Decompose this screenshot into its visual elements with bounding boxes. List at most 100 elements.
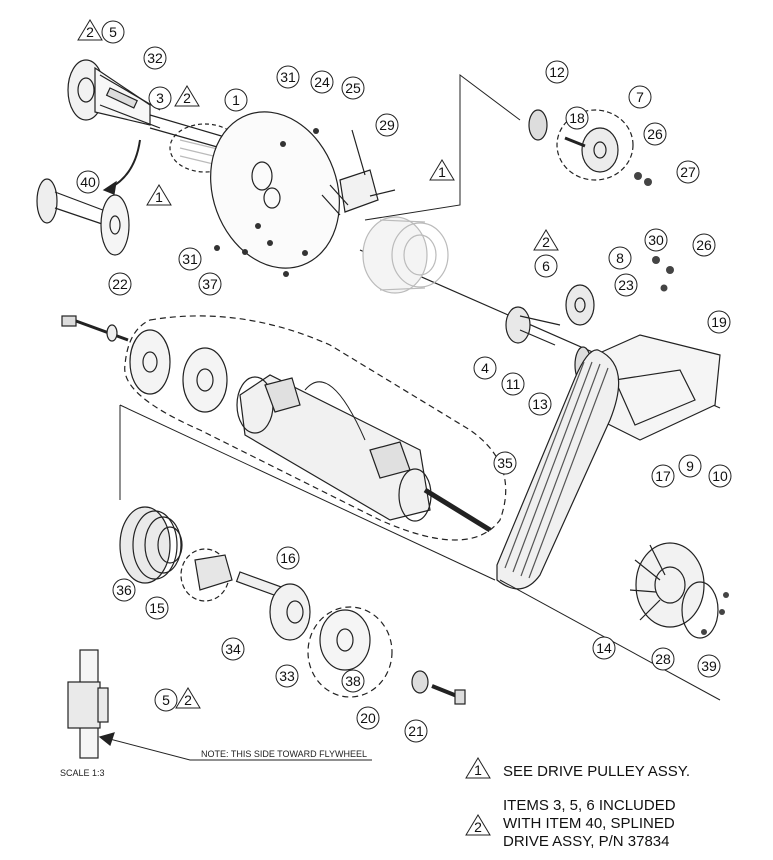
svg-text:23: 23: [618, 277, 634, 293]
jackshaft-housing: [236, 374, 492, 533]
curved-arrow-head: [102, 180, 117, 195]
cooling-fan: [629, 542, 719, 639]
legend-2-line-3: DRIVE ASSY, P/N 37834: [503, 833, 670, 850]
assembly-bracket-lines-2: [119, 404, 496, 581]
flywheel-note-leader: [101, 736, 372, 761]
callout-27: 27: [676, 160, 700, 184]
svg-text:13: 13: [532, 396, 548, 412]
assembly-37-pulley-1: [129, 329, 171, 395]
callout-30: 30: [644, 228, 668, 252]
legend-1-triangle: [465, 757, 491, 779]
svg-text:15: 15: [149, 600, 165, 616]
svg-text:7: 7: [636, 89, 644, 105]
flywheel-note-arrowhead: [98, 732, 115, 747]
svg-text:18: 18: [569, 110, 585, 126]
drive-belt: [496, 349, 620, 590]
callout-37: 37: [198, 272, 222, 296]
item-8-small-pulley: [565, 284, 595, 326]
svg-text:26: 26: [696, 237, 712, 253]
callout-22: 22: [108, 272, 132, 296]
item-15-bushing: [180, 548, 233, 602]
triangle-marker-1-left: 1: [146, 184, 172, 206]
svg-text:37: 37: [202, 276, 218, 292]
triangle-marker-2-item-6: 2: [533, 229, 559, 251]
item-21-bolt: [431, 684, 466, 705]
item-20-spacer: [411, 670, 429, 694]
item-22-bolt: [61, 315, 129, 342]
backing-plate-item-1: [210, 111, 340, 269]
callout-26-top: 26: [643, 122, 667, 146]
callout-1: 1: [224, 88, 248, 112]
callout-36: 36: [112, 578, 136, 602]
svg-text:5: 5: [162, 692, 170, 708]
triangle-marker-2-top-left: 2: [77, 19, 103, 41]
legend-2-line-2: WITH ITEM 40, SPLINED: [503, 815, 675, 832]
splined-drive-part: [67, 59, 236, 153]
legend-1-text: SEE DRIVE PULLEY ASSY.: [503, 763, 690, 780]
scale-label: SCALE 1:3: [60, 768, 105, 778]
item-7-hub: [556, 109, 634, 181]
item-6-hub: [505, 306, 561, 346]
callout-31-bottom: 31: [178, 247, 202, 271]
item-34-sheave: [269, 583, 311, 641]
callout-15: 15: [145, 596, 169, 620]
svg-text:29: 29: [379, 117, 395, 133]
offset-leader: [364, 74, 521, 221]
svg-text:27: 27: [680, 164, 696, 180]
callout-5-detail: 5: [154, 688, 178, 712]
callout-32: 32: [143, 46, 167, 70]
svg-text:34: 34: [225, 641, 241, 657]
callout-13: 13: [528, 392, 552, 416]
svg-text:12: 12: [549, 64, 565, 80]
legend-2-marker: 2: [474, 819, 482, 835]
callout-25: 25: [341, 76, 365, 100]
callout-28: 28: [651, 647, 675, 671]
callout-10: 10: [708, 464, 732, 488]
callout-6: 6: [534, 254, 558, 278]
svg-text:38: 38: [345, 673, 361, 689]
svg-text:28: 28: [655, 651, 671, 667]
svg-text:39: 39: [701, 658, 717, 674]
plate-bolts: [214, 128, 319, 277]
svg-text:36: 36: [116, 582, 132, 598]
callout-24: 24: [310, 70, 334, 94]
svg-text:5: 5: [109, 24, 117, 40]
callout-31-top: 31: [276, 65, 300, 89]
svg-text:2: 2: [184, 692, 192, 708]
svg-text:8: 8: [616, 250, 624, 266]
callout-35: 35: [493, 451, 517, 475]
svg-text:4: 4: [481, 360, 489, 376]
legend-1-marker: 1: [474, 762, 482, 778]
svg-text:35: 35: [497, 455, 513, 471]
item-12-washer: [528, 109, 548, 141]
svg-text:1: 1: [438, 164, 446, 180]
svg-text:6: 6: [542, 258, 550, 274]
callout-34: 34: [221, 637, 245, 661]
callout-23: 23: [614, 273, 638, 297]
svg-text:2: 2: [542, 234, 550, 250]
callout-26-bottom: 26: [692, 233, 716, 257]
svg-text:21: 21: [408, 723, 424, 739]
svg-text:25: 25: [345, 80, 361, 96]
svg-text:30: 30: [648, 232, 664, 248]
svg-text:20: 20: [360, 710, 376, 726]
svg-text:22: 22: [112, 276, 128, 292]
svg-text:14: 14: [596, 640, 612, 656]
svg-text:16: 16: [280, 550, 296, 566]
svg-text:3: 3: [156, 90, 164, 106]
fan-bolts: [701, 592, 729, 635]
svg-text:32: 32: [147, 50, 163, 66]
svg-text:33: 33: [279, 668, 295, 684]
callout-38: 38: [341, 669, 365, 693]
svg-text:24: 24: [314, 74, 330, 90]
svg-text:1: 1: [155, 189, 163, 205]
svg-text:31: 31: [182, 251, 198, 267]
ghost-drive-pulley: [362, 216, 449, 294]
legend-note-1: 1 SEE DRIVE PULLEY ASSY.: [465, 757, 690, 780]
legend-note-2: 2 ITEMS 3, 5, 6 INCLUDED WITH ITEM 40, S…: [465, 797, 676, 850]
callout-39: 39: [697, 654, 721, 678]
callout-20: 20: [356, 706, 380, 730]
svg-text:2: 2: [183, 90, 191, 106]
flywheel-note: NOTE: THIS SIDE TOWARD FLYWHEEL: [201, 749, 367, 759]
